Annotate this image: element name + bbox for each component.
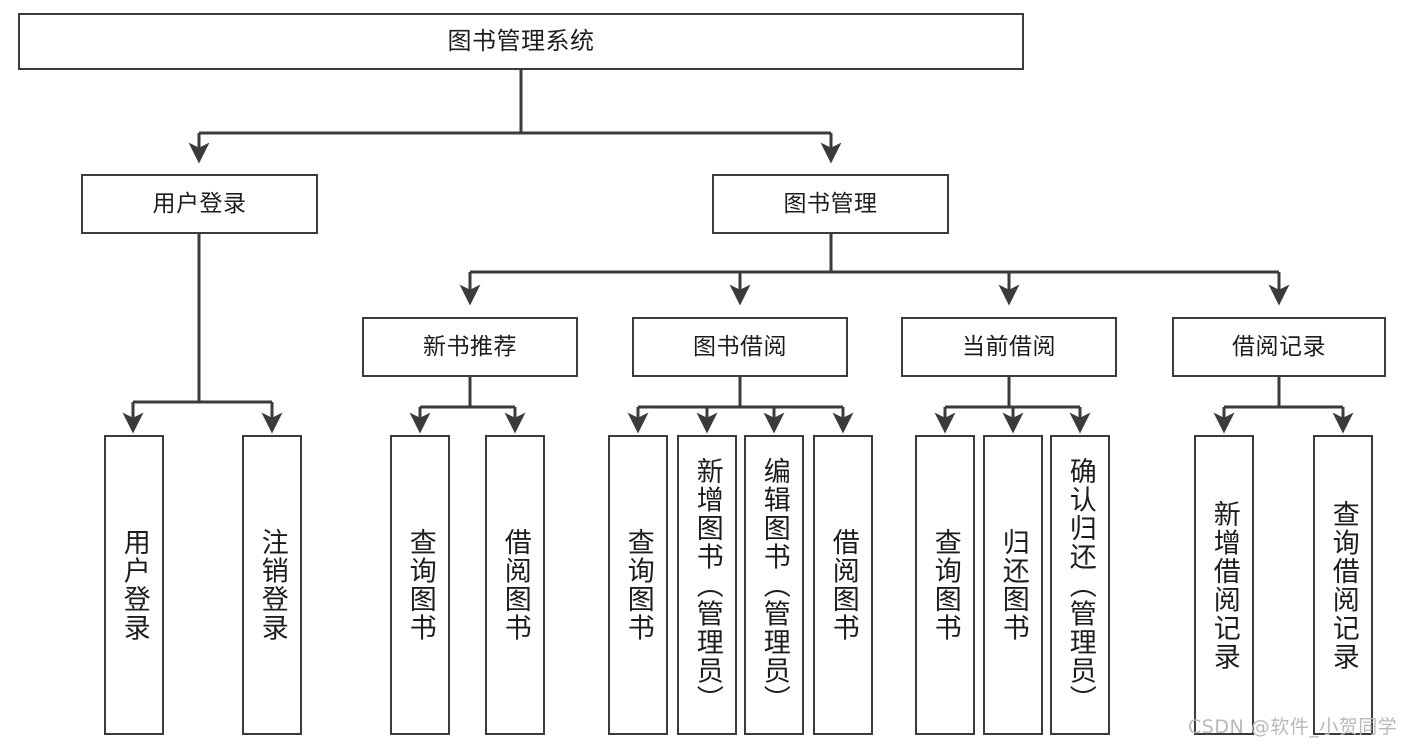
node-root-system[interactable]: 图书管理系统 <box>18 13 1024 70</box>
node-label: 用户登录 <box>118 528 150 642</box>
node-label: 用户登录 <box>152 190 247 217</box>
node-leaf-query-book-2[interactable]: 查询图书 <box>608 435 668 735</box>
node-label: 确认归还（管理员） <box>1064 456 1096 714</box>
node-leaf-confirm-return[interactable]: 确认归还（管理员） <box>1050 435 1110 735</box>
node-leaf-edit-book[interactable]: 编辑图书（管理员） <box>744 435 804 735</box>
node-label: 当前借阅 <box>962 333 1056 360</box>
watermark-text: CSDN @软件_小贺同学 <box>1188 716 1398 738</box>
node-label: 查询图书 <box>404 528 436 642</box>
node-label: 图书借阅 <box>693 333 787 360</box>
node-book-management[interactable]: 图书管理 <box>712 174 949 234</box>
node-label: 编辑图书（管理员） <box>758 456 790 714</box>
node-leaf-user-logout[interactable]: 注销登录 <box>242 435 302 735</box>
node-leaf-borrow-book-1[interactable]: 借阅图书 <box>485 435 545 735</box>
node-leaf-add-record[interactable]: 新增借阅记录 <box>1194 435 1254 735</box>
node-label: 借阅图书 <box>827 528 859 642</box>
node-leaf-add-book[interactable]: 新增图书（管理员） <box>677 435 737 735</box>
node-user-login[interactable]: 用户登录 <box>81 174 318 234</box>
node-label: 图书管理系统 <box>447 26 595 55</box>
node-leaf-query-book-1[interactable]: 查询图书 <box>390 435 450 735</box>
node-label: 新书推荐 <box>423 333 517 360</box>
node-book-borrow[interactable]: 图书借阅 <box>632 317 848 377</box>
node-label: 查询借阅记录 <box>1327 499 1359 671</box>
node-new-book-recommend[interactable]: 新书推荐 <box>362 317 578 377</box>
node-label: 新增图书（管理员） <box>691 456 723 714</box>
node-label: 注销登录 <box>256 528 288 642</box>
node-label: 借阅记录 <box>1232 333 1326 360</box>
node-leaf-query-record[interactable]: 查询借阅记录 <box>1313 435 1373 735</box>
node-leaf-borrow-book-2[interactable]: 借阅图书 <box>813 435 873 735</box>
node-label: 归还图书 <box>997 528 1029 642</box>
node-label: 图书管理 <box>783 190 878 217</box>
node-borrow-record[interactable]: 借阅记录 <box>1172 317 1386 377</box>
node-leaf-return-book[interactable]: 归还图书 <box>983 435 1043 735</box>
node-label: 查询图书 <box>622 528 654 642</box>
node-label: 新增借阅记录 <box>1208 499 1240 671</box>
node-leaf-user-login[interactable]: 用户登录 <box>104 435 164 735</box>
node-label: 查询图书 <box>929 528 961 642</box>
node-current-borrow[interactable]: 当前借阅 <box>901 317 1117 377</box>
node-label: 借阅图书 <box>499 528 531 642</box>
node-leaf-query-book-3[interactable]: 查询图书 <box>915 435 975 735</box>
